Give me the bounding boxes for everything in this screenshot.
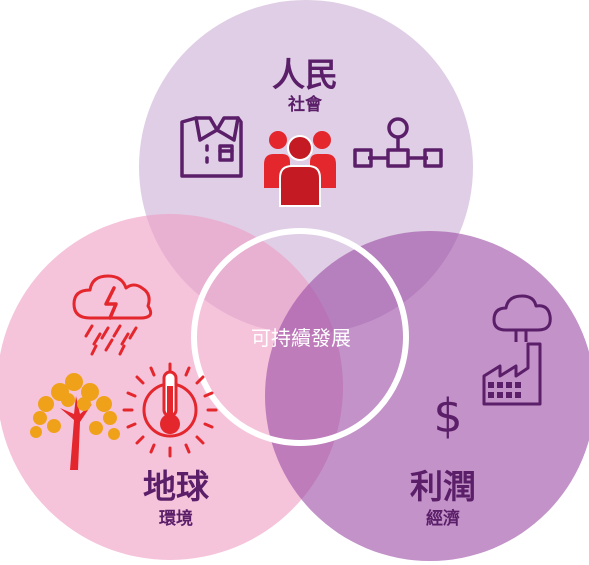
- planet-subtitle: 環境: [159, 509, 193, 529]
- profit-title: 利潤: [410, 467, 476, 506]
- shirt-icon: [180, 116, 243, 178]
- thermometer-sun-icon: [122, 362, 218, 458]
- storm-cloud-icon: [72, 274, 153, 356]
- profit-circle: [265, 231, 589, 561]
- profit-subtitle: 經濟: [426, 509, 460, 529]
- factory-icon: [482, 294, 552, 406]
- planet-title: 地球: [143, 467, 209, 506]
- people-subtitle: 社會: [288, 95, 322, 115]
- center-label: 可持續發展: [251, 326, 351, 350]
- group-people-icon: [264, 131, 336, 207]
- org-chart-icon: [353, 117, 443, 168]
- center-ring: [191, 228, 409, 446]
- dollar-icon: $: [433, 389, 463, 443]
- people-title: 人民: [272, 55, 338, 94]
- autumn-tree-icon: [30, 373, 120, 470]
